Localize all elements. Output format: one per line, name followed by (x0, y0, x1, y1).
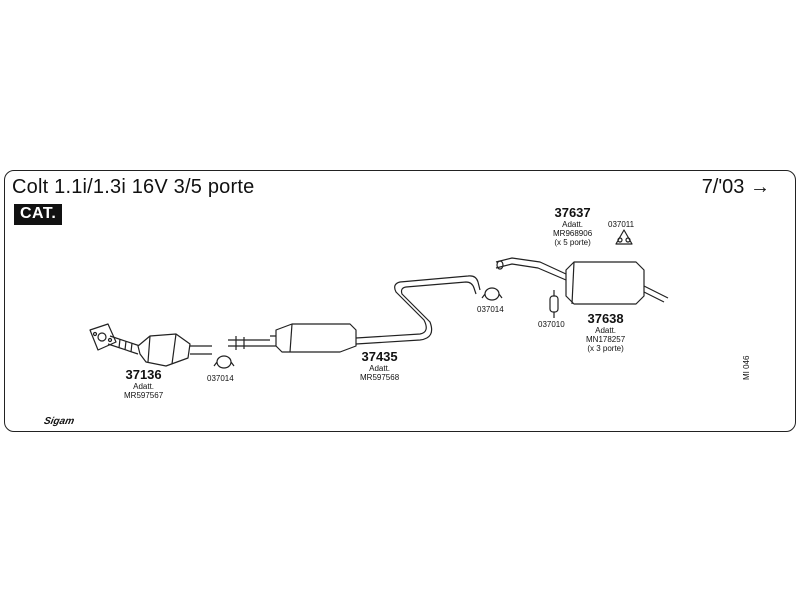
hanger-bottom-icon (549, 290, 559, 318)
joint-sleeve-icon (228, 336, 270, 350)
middle-silencer-icon (270, 323, 357, 353)
part-37637-note: (x 5 porte) (554, 238, 591, 247)
part-37637-number: 37637 (554, 205, 591, 220)
part-37638-adapt-label: Adatt. (595, 326, 617, 335)
part-37136-number: 37136 (125, 367, 162, 382)
cat-badge: CAT. (14, 204, 63, 225)
clamp-front-icon (213, 355, 235, 369)
clamp-mid-icon (481, 287, 503, 301)
front-flange-icon (89, 323, 117, 351)
model-date: 7/'03 → (701, 176, 770, 198)
catalytic-converter-icon (137, 333, 212, 367)
mid-pipe-icon (355, 275, 481, 345)
part-37435: 37435 Adatt. MR597568 (360, 349, 400, 383)
part-37637-adapt-label: Adatt. (562, 220, 584, 229)
side-code: MI 046 (742, 355, 751, 380)
ref-hanger-bottom: 037010 (538, 320, 565, 329)
part-37638-adapt-ref: MN178257 (586, 335, 626, 344)
part-37136-adapt-label: Adatt. (133, 382, 155, 391)
rear-silencer-icon (565, 261, 669, 305)
diagram-frame (4, 170, 796, 432)
front-pipe-icon (107, 335, 141, 355)
model-title: Colt 1.1i/1.3i 16V 3/5 porte (12, 176, 255, 198)
ref-clamp-front: 037014 (207, 374, 234, 383)
ref-hanger-top: 037011 (608, 220, 635, 229)
part-37435-adapt-ref: MR597568 (360, 373, 400, 382)
part-37136: 37136 Adatt. MR597567 (124, 367, 164, 401)
part-37435-number: 37435 (361, 349, 398, 364)
part-37637-adapt-ref: MR968906 (553, 229, 593, 238)
hanger-top-icon (615, 229, 633, 245)
ref-clamp-mid: 037014 (477, 305, 504, 314)
part-37638-note: (x 3 porte) (587, 344, 624, 353)
part-37136-adapt-ref: MR597567 (124, 391, 164, 400)
part-37638-number: 37638 (587, 311, 624, 326)
part-37435-adapt-label: Adatt. (369, 364, 391, 373)
part-37637: 37637 Adatt. MR968906 (x 5 porte) (553, 205, 593, 248)
rear-inlet-pipe-icon (495, 257, 567, 281)
part-37638: 37638 Adatt. MN178257 (x 3 porte) (586, 311, 626, 354)
brand-logo: Sigam (42, 416, 76, 427)
